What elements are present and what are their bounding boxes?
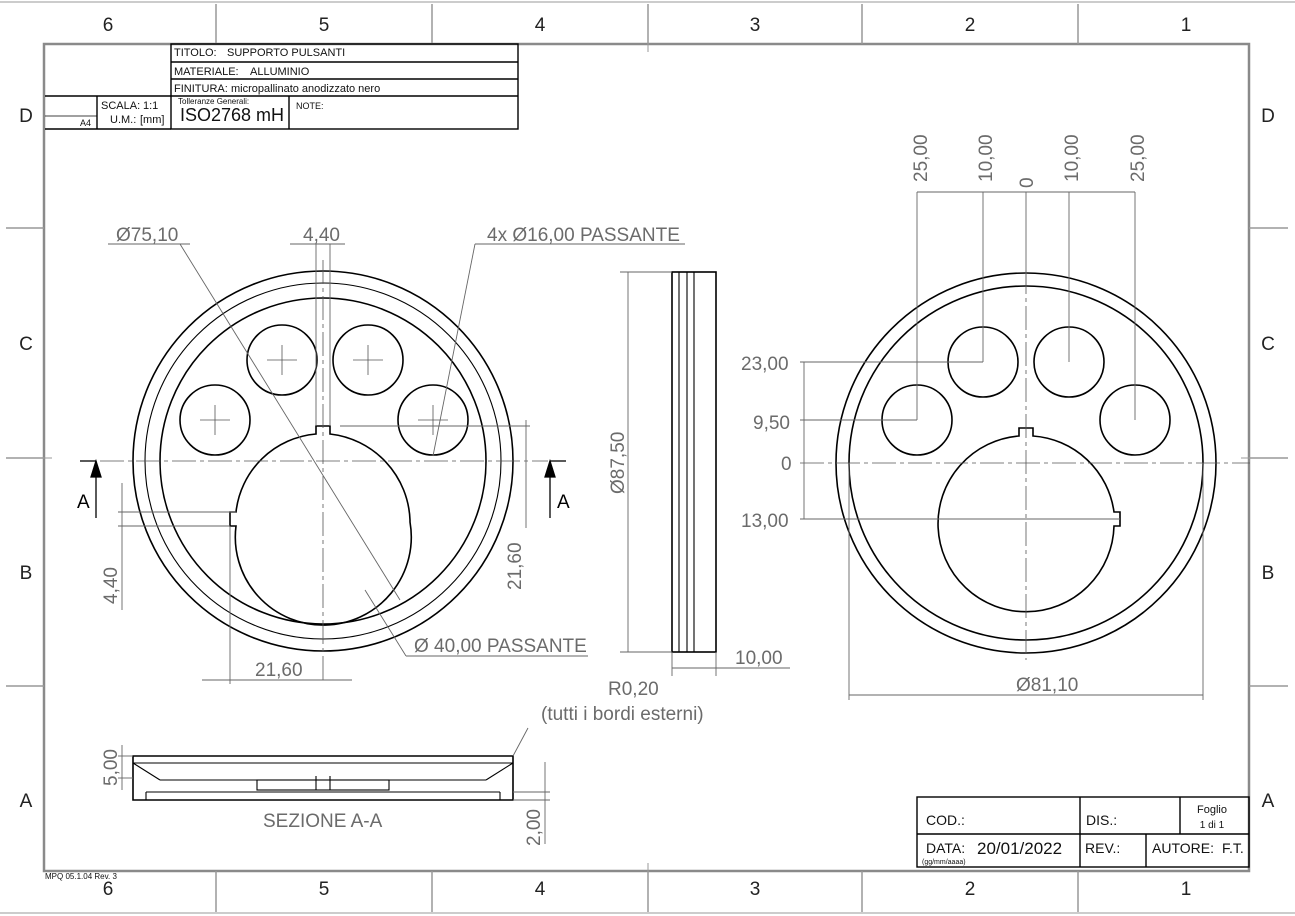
scala-value: 1:1 <box>143 100 158 112</box>
scala-label: SCALA: <box>101 100 140 112</box>
finitura-value: micropallinato anodizzato nero <box>231 83 380 95</box>
section-height: 5,00 <box>101 749 122 786</box>
tolleranze-value: ISO2768 mH <box>180 105 284 125</box>
section-depth: 2,00 <box>524 809 545 846</box>
zone-row-d-left: D <box>19 106 33 127</box>
data-format: (gg/mm/aaaa) <box>922 859 966 866</box>
autore-value: F.T. <box>1222 840 1244 856</box>
front-outer-diameter: Ø75,10 <box>116 225 178 246</box>
zone-col-4-top: 4 <box>535 15 546 36</box>
right-top-dim-1: 25,00 <box>911 134 932 182</box>
zone-col-6-top: 6 <box>103 15 114 36</box>
zone-col-5-top: 5 <box>319 15 330 36</box>
zone-labels: 6 5 4 3 2 1 6 5 4 3 2 1 D C B A D C B A <box>19 15 1275 900</box>
materiale-value: ALLUMINIO <box>250 66 310 78</box>
titolo-value: SUPPORTO PULSANTI <box>227 47 345 59</box>
right-top-dim-4: 10,00 <box>1062 134 1083 182</box>
zone-row-a-left: A <box>20 791 33 812</box>
foglio-label: Foglio <box>1197 804 1227 816</box>
side-diameter: Ø87,50 <box>608 432 629 494</box>
foglio-value: 1 di 1 <box>1200 820 1225 831</box>
section-mark-left: A <box>77 492 90 513</box>
zone-col-4-bottom: 4 <box>535 879 546 900</box>
data-value: 20/01/2022 <box>977 839 1062 858</box>
um-value: [mm] <box>140 114 164 126</box>
section-view: SEZIONE A-A 5,00 2,00 <box>101 727 550 846</box>
front-horizontal-offset: 21,60 <box>255 660 303 681</box>
front-center-hole: Ø 40,00 PASSANTE <box>414 636 587 657</box>
right-diameter: Ø81,10 <box>1016 675 1078 696</box>
zone-col-2-top: 2 <box>965 15 976 36</box>
right-left-dim-1: 23,00 <box>741 354 789 375</box>
note-label: NOTE: <box>296 101 324 111</box>
zone-col-6-bottom: 6 <box>103 879 114 900</box>
front-key-height: 21,60 <box>505 542 526 590</box>
um-label: U.M.: <box>110 114 136 126</box>
dis-label: DIS.: <box>1086 812 1117 828</box>
tolleranze-label: Tolleranze Generali: <box>178 97 249 106</box>
right-left-dim-2: 9,50 <box>753 413 790 434</box>
right-top-dim-2: 10,00 <box>976 134 997 182</box>
right-left-dim-3: 0 <box>781 454 792 475</box>
radius-note: R0,20 <box>608 679 659 700</box>
front-vertical-offset: 4,40 <box>101 567 122 604</box>
bottom-block: COD.: DIS.: Foglio 1 di 1 DATA: 20/01/20… <box>916 796 1250 868</box>
zone-row-b-left: B <box>20 563 33 584</box>
materiale-label: MATERIALE: <box>174 66 239 78</box>
right-top-dim-5: 25,00 <box>1128 134 1149 182</box>
zone-col-1-top: 1 <box>1181 15 1192 36</box>
autore-label: AUTORE: <box>1152 840 1214 856</box>
zone-row-d-right: D <box>1261 106 1275 127</box>
front-holes-note: 4x Ø16,00 PASSANTE <box>487 225 680 246</box>
section-mark-right: A <box>557 492 570 513</box>
finitura-label: FINITURA: <box>174 83 228 95</box>
side-thickness: 10,00 <box>735 648 783 669</box>
data-label: DATA: <box>926 840 965 856</box>
zone-col-1-bottom: 1 <box>1181 879 1192 900</box>
right-top-dim-3: 0 <box>1017 177 1038 188</box>
zone-row-b-right: B <box>1262 563 1275 584</box>
formato-value: A4 <box>80 118 91 128</box>
zone-row-c-right: C <box>1261 334 1275 355</box>
side-view: Ø87,50 10,00 R0,20 (tutti i bordi estern… <box>541 271 790 725</box>
zone-col-3-bottom: 3 <box>750 879 761 900</box>
form-code: MPQ 05.1.04 Rev. 3 <box>45 872 117 881</box>
zone-col-3-top: 3 <box>750 15 761 36</box>
section-title: SEZIONE A-A <box>263 811 383 832</box>
front-view: Ø75,10 4,40 4x Ø16,00 PASSANTE Ø 40,00 P… <box>77 225 685 684</box>
zone-row-a-right: A <box>1262 791 1275 812</box>
title-block: TITOLO: SUPPORTO PULSANTI MATERIALE: ALL… <box>45 43 519 130</box>
right-left-dim-4: 13,00 <box>741 511 789 532</box>
zone-row-c-left: C <box>19 334 33 355</box>
rev-label: REV.: <box>1085 840 1120 856</box>
cod-label: COD.: <box>926 812 965 828</box>
front-key-width: 4,40 <box>303 225 340 246</box>
zone-col-5-bottom: 5 <box>319 879 330 900</box>
radius-note-2: (tutti i bordi esterni) <box>541 704 704 725</box>
titolo-label: TITOLO: <box>174 47 217 59</box>
right-view: 25,00 10,00 0 10,00 25,00 23,00 9,50 0 1… <box>741 134 1250 700</box>
zone-col-2-bottom: 2 <box>965 879 976 900</box>
